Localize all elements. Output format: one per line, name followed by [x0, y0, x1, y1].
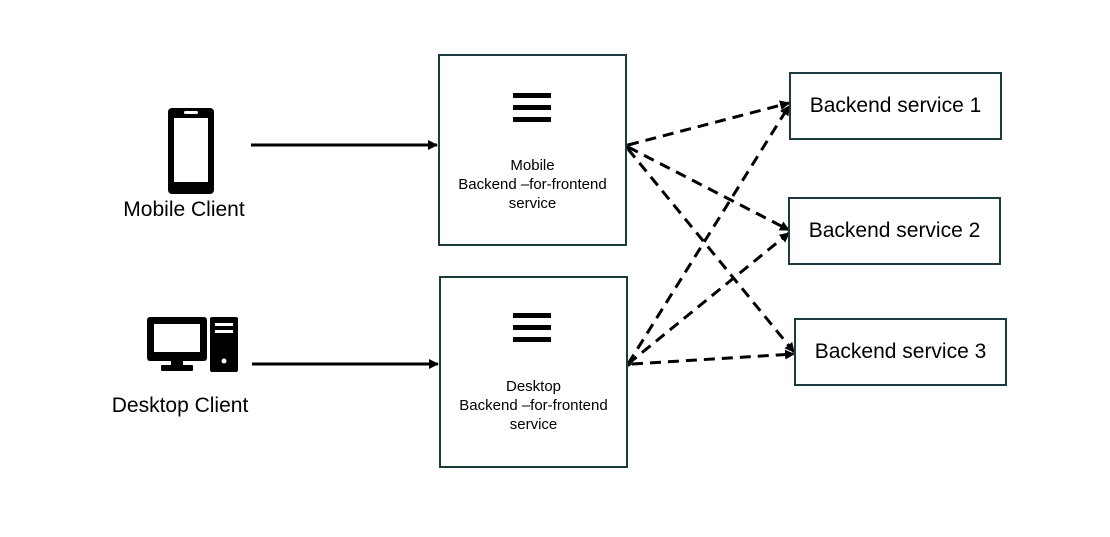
mobile-bff-label: Mobile Backend –for-frontend service [440, 156, 625, 213]
desktop-client-label: Desktop Client [111, 394, 249, 417]
desktop-bff-label: Desktop Backend –for-frontend service [441, 377, 626, 434]
menu-icon [513, 93, 551, 123]
arrow-desktop-bff-to-service-1 [618, 105, 791, 375]
mobile-client-label: Mobile Client [123, 198, 245, 221]
mobile-bff-line1: Mobile [510, 157, 555, 174]
backend-service-1-box: Backend service 1 [789, 72, 1002, 140]
desktop-bff-line2: Backend –for-frontend [459, 397, 608, 414]
mobile-bff-line2: Backend –for-frontend [458, 176, 607, 193]
desktop-bff-box: Desktop Backend –for-frontend service [439, 276, 628, 468]
mobile-bff-box: Mobile Backend –for-frontend service [438, 54, 627, 246]
backend-service-3-box: Backend service 3 [794, 318, 1007, 386]
backend-service-2-box: Backend service 2 [788, 197, 1001, 265]
arrow-desktop-bff-to-service-2 [617, 231, 790, 374]
arrow-mobile-bff-to-service-1 [618, 100, 790, 153]
menu-icon [513, 313, 551, 343]
desktop-bff-line1: Desktop [505, 378, 562, 395]
mobile-bff-line3: service [508, 195, 557, 212]
mobile-phone-icon [168, 108, 214, 194]
arrow-desktop-bff-to-service-3 [622, 349, 795, 370]
arrow-mobile-bff-to-service-2 [617, 138, 790, 232]
desktop-computer-icon [147, 317, 238, 372]
desktop-bff-line3: service [509, 416, 558, 433]
